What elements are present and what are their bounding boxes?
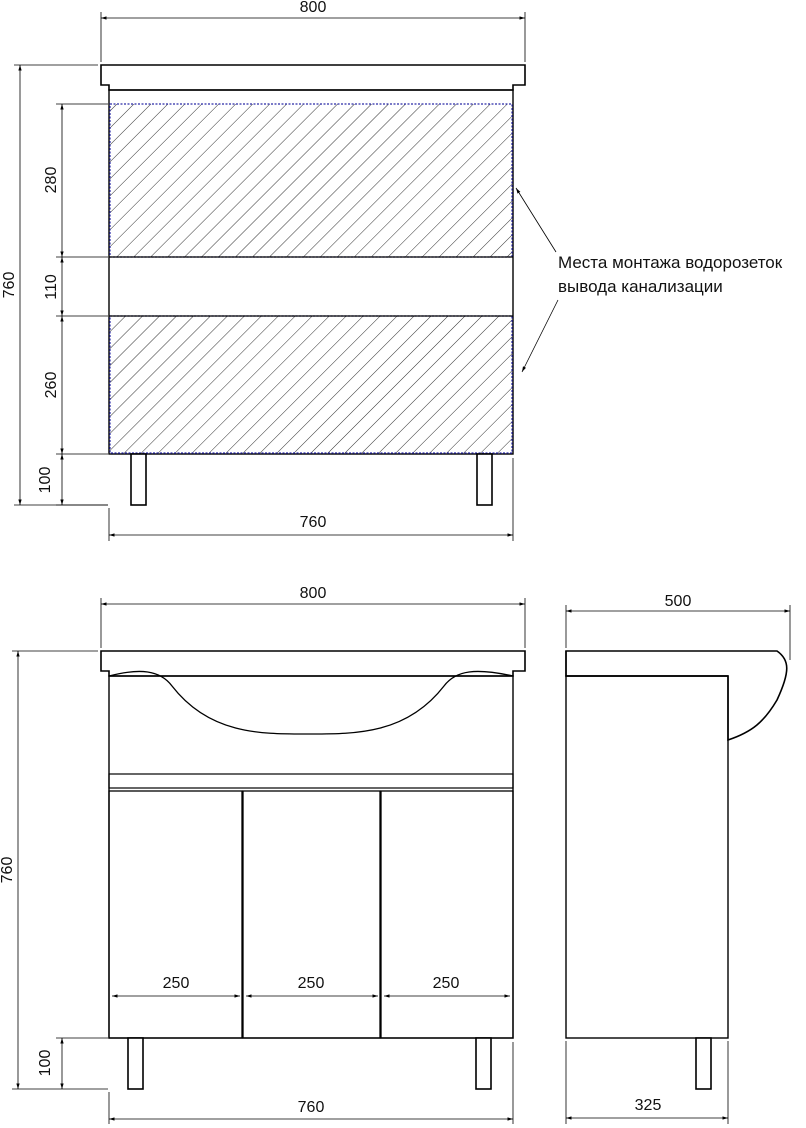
side-view: 500 325 <box>565 593 791 1124</box>
dim-label-door-2: 250 <box>298 975 325 992</box>
dimension-height-760: 760 <box>1 64 108 506</box>
front-dim-label-100: 100 <box>37 1050 54 1077</box>
dim-label-800: 800 <box>300 0 327 16</box>
front-view: 250 250 250 800 760 100 <box>0 585 526 1124</box>
side-dimension-depth-325: 325 <box>565 1041 729 1124</box>
dimension-width-760: 760 <box>108 458 514 541</box>
dim-label-110: 110 <box>43 274 60 300</box>
dim-label-760-bottom: 760 <box>300 514 327 531</box>
front-dim-label-760: 760 <box>0 857 16 884</box>
dim-label-280: 280 <box>43 167 60 194</box>
leader-lower <box>521 299 559 373</box>
leg-left <box>130 453 147 506</box>
front-leg-right <box>475 1037 492 1090</box>
front-dimension-legs-100: 100 <box>37 1037 108 1089</box>
front-dim-label-800: 800 <box>300 585 327 602</box>
dimension-door-widths: 250 250 250 <box>112 975 510 998</box>
dim-label-760: 760 <box>1 272 18 299</box>
side-dim-label-325: 325 <box>635 1097 662 1114</box>
dim-label-door-3: 250 <box>433 975 460 992</box>
dim-label-100: 100 <box>37 467 54 494</box>
upper-drawing: 800 760 280 110 260 100 <box>1 0 783 541</box>
cabinet-outline <box>108 89 514 455</box>
front-dimension-width-760: 760 <box>108 1042 514 1124</box>
door-right <box>380 790 514 1039</box>
basin-curve <box>108 670 514 735</box>
dimension-width-800: 800 <box>100 0 526 62</box>
door-left <box>108 790 243 1039</box>
hatch-zone-lower <box>109 315 513 454</box>
side-dim-label-500: 500 <box>665 593 692 610</box>
door-center <box>242 790 381 1039</box>
leader-upper <box>515 187 557 253</box>
front-dimension-width-800: 800 <box>100 585 526 648</box>
hatch-zone-upper <box>109 103 513 258</box>
dim-label-260: 260 <box>43 372 60 399</box>
front-countertop <box>100 650 526 677</box>
countertop <box>100 64 526 91</box>
side-dimension-depth-500: 500 <box>565 593 791 660</box>
leg-right <box>476 453 493 506</box>
front-leg-left <box>127 1037 144 1090</box>
front-dimension-height-760: 760 <box>0 650 108 1090</box>
front-dim-label-760-bottom: 760 <box>298 1099 325 1116</box>
dimension-chain-vertical: 280 110 260 100 <box>37 103 108 506</box>
side-countertop <box>565 650 788 742</box>
note-line-1: Места монтажа водорозеток <box>558 253 783 272</box>
dim-label-door-1: 250 <box>163 975 190 992</box>
side-cabinet <box>565 675 729 1039</box>
front-rail <box>108 773 514 789</box>
side-leg <box>695 1037 712 1090</box>
mounting-note: Места монтажа водорозеток вывода канализ… <box>515 187 783 373</box>
note-line-2: вывода канализации <box>558 277 723 296</box>
